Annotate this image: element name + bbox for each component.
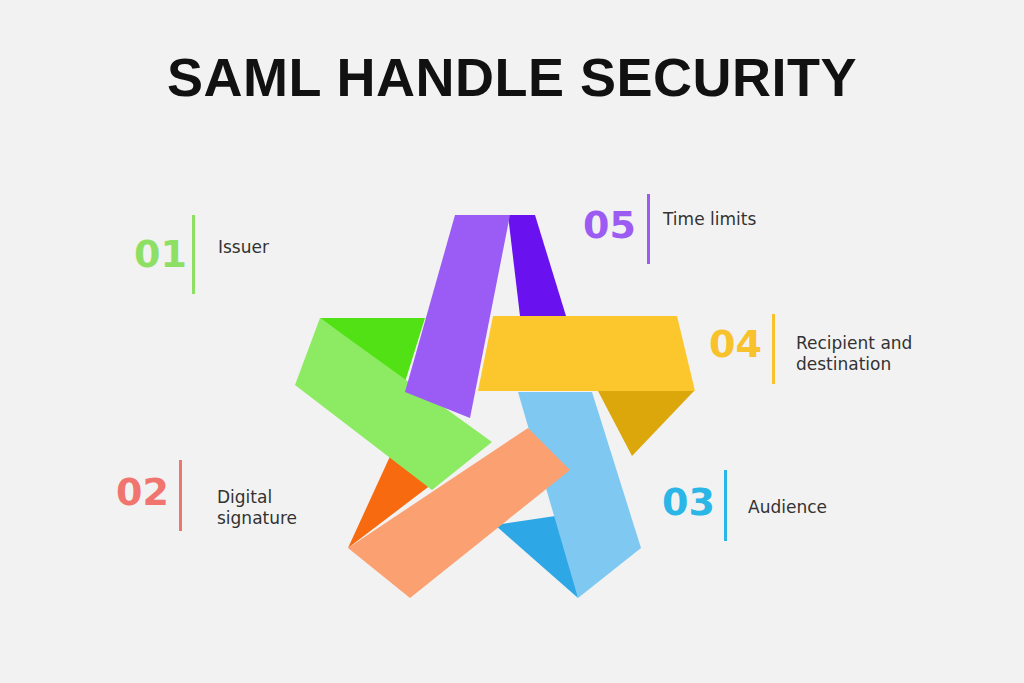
callout-bar [647, 194, 650, 264]
callout-label: Audience [748, 497, 908, 518]
callout-number: 04 [709, 322, 762, 366]
yellow-fold [598, 391, 694, 456]
orange-band [348, 428, 570, 598]
callout-number: 02 [116, 470, 169, 514]
callout-bar [772, 314, 775, 384]
callout-bar [724, 470, 727, 541]
callout-label: Issuer [218, 237, 378, 258]
callout-label: Recipient and destination [796, 333, 946, 375]
callout-label: Digital signature [217, 487, 317, 529]
purple-fold [508, 215, 566, 316]
callout-bar [192, 215, 195, 294]
callout-label: Time limits [663, 209, 823, 230]
callout-number: 03 [662, 480, 715, 524]
callout-number: 05 [583, 203, 636, 247]
diagram-title: SAML HANDLE SECURITY [0, 46, 1024, 108]
yellow-band [478, 316, 695, 391]
callout-number: 01 [134, 232, 187, 276]
callout-bar [179, 460, 182, 531]
